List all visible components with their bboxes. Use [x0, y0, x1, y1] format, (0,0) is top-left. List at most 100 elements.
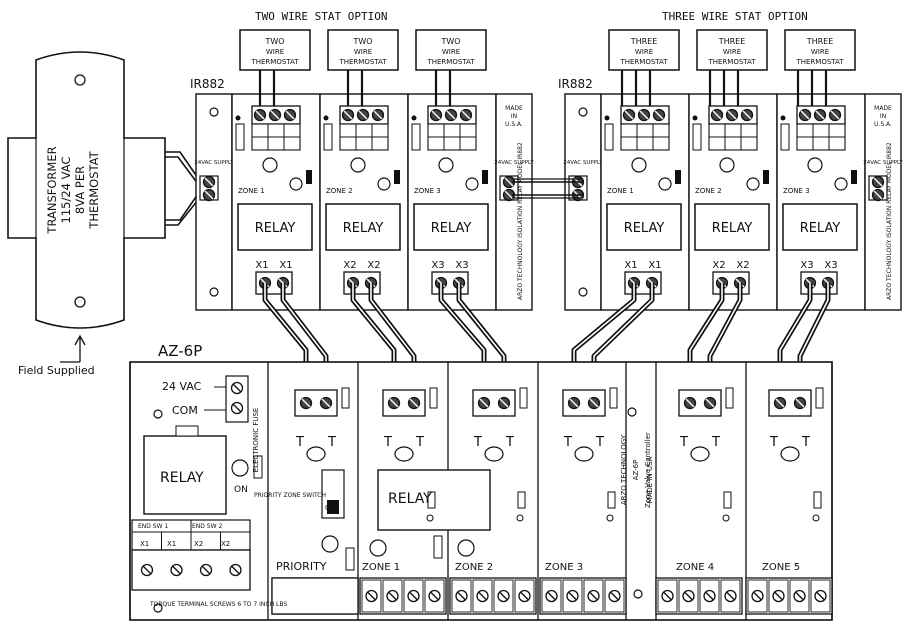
thermostat-label-line: THERMOSTAT — [707, 58, 756, 66]
resistor-icon — [175, 425, 199, 437]
transformer-line-1: TRANSFORMER — [45, 146, 59, 234]
led-icon — [780, 446, 800, 462]
mount-hole-icon — [627, 407, 637, 417]
terminal-screw-icon — [319, 396, 333, 410]
terminal-screw-icon — [683, 396, 697, 410]
supply-panel — [564, 93, 602, 311]
led-icon — [574, 446, 594, 462]
led-icon — [812, 514, 820, 522]
led-icon — [719, 157, 735, 173]
terminal-t-label: T — [679, 435, 688, 450]
terminal-screw-icon — [751, 589, 764, 603]
terminal-screw-icon — [477, 396, 491, 410]
thermostat-label-line: THERMOSTAT — [338, 58, 387, 66]
terminal-screw-icon — [828, 108, 842, 122]
terminal-t-label: T — [595, 435, 604, 450]
priority-terminal-block — [271, 577, 359, 615]
relay-box — [237, 203, 313, 251]
az-fuse-label: ELECTRONIC FUSE — [252, 408, 260, 473]
terminal-screw-icon — [798, 108, 812, 122]
terminal-screw-icon — [793, 589, 806, 603]
relay-label: RELAY — [712, 221, 753, 236]
terminal-screw-icon — [773, 396, 787, 410]
field-supplied-label: Field Supplied — [18, 364, 95, 377]
diode-icon — [723, 491, 732, 509]
az-center-text-1: ARZO TECHNOLOGY — [620, 434, 628, 505]
thermostat-label-line: THREE — [630, 37, 658, 46]
az6p-label: AZ-6P — [158, 342, 202, 360]
az-24vac-label: 24 VAC — [162, 380, 202, 393]
az-relay-header-2: END SW 2 — [192, 523, 222, 530]
led-icon — [807, 157, 823, 173]
az-on-label: ON — [234, 485, 248, 495]
end-panel — [864, 93, 902, 311]
resistor-icon — [411, 123, 421, 151]
led-icon — [690, 446, 710, 462]
terminal-screw-icon — [140, 563, 154, 577]
two-wire-header: TWO WIRE STAT OPTION — [255, 10, 387, 23]
diode-icon — [394, 170, 400, 184]
terminal-screw-icon — [710, 108, 724, 122]
led-icon — [377, 177, 391, 191]
ir-side-text: ARZO TECHNOLOGY ISOLATION RELAY MODEL IR… — [886, 142, 893, 300]
terminal-screw-icon — [652, 108, 666, 122]
mount-hole-icon — [74, 74, 86, 86]
led-icon — [606, 514, 614, 522]
resistor-icon — [429, 387, 438, 409]
x-terminal-label: X2 — [367, 260, 380, 271]
thermostat-label-line: WIRE — [635, 48, 653, 56]
terminal-screw-icon — [814, 589, 827, 603]
relay-box — [325, 203, 401, 251]
diode-icon — [306, 170, 312, 184]
zone-label: ZONE 2 — [326, 187, 353, 195]
az-relay-box — [143, 435, 227, 515]
led-icon — [231, 459, 249, 477]
relay-box — [413, 203, 489, 251]
resistor-icon — [519, 387, 528, 409]
diode-icon — [675, 170, 681, 184]
thermostat-label-line: TWO — [264, 37, 284, 46]
thermostat-label-line: THERMOSTAT — [250, 58, 299, 66]
terminal-screw-icon — [622, 108, 636, 122]
terminal-screw-icon — [587, 396, 601, 410]
terminal-screw-icon — [566, 589, 579, 603]
led-icon — [350, 157, 366, 173]
az-zone-3: ZONE 3 — [545, 562, 583, 573]
resistor-icon — [323, 123, 333, 151]
zone-label: ZONE 1 — [238, 187, 265, 195]
thermostat-label-line: THERMOSTAT — [795, 58, 844, 66]
thermostat-box — [608, 29, 680, 71]
three-wire-header: THREE WIRE STAT OPTION — [662, 10, 808, 23]
mount-hole-icon — [633, 589, 643, 599]
terminal-t-label: T — [505, 435, 514, 450]
terminal-screw-icon — [871, 188, 885, 202]
diode-icon — [813, 491, 822, 509]
az-bottom-text: TORQUE TERMINAL SCREWS 6 TO 7 INCH LBS — [149, 601, 287, 608]
x-terminal-label: X1 — [648, 260, 661, 271]
terminal-screw-icon — [356, 108, 370, 122]
terminal-screw-icon — [545, 589, 558, 603]
relay-label: RELAY — [255, 221, 296, 236]
led-icon — [323, 115, 329, 121]
x-terminal-label: X3 — [455, 260, 468, 271]
terminal-t-label: T — [415, 435, 424, 450]
az-relay-term-1: X1 — [140, 540, 149, 548]
led-icon — [746, 177, 760, 191]
az-zone-4: ZONE 4 — [676, 562, 714, 573]
resistor-icon — [235, 123, 245, 151]
diode-icon — [607, 491, 616, 509]
led-icon — [631, 157, 647, 173]
az-relay-term-2: X1 — [167, 540, 176, 548]
thermostat-label-line: THREE — [806, 37, 834, 46]
az-com-label: COM — [172, 404, 198, 417]
led-icon — [457, 539, 475, 557]
az-off-label: OFF — [325, 504, 339, 512]
resistor-icon — [253, 455, 263, 479]
thermostat-box — [415, 29, 487, 71]
